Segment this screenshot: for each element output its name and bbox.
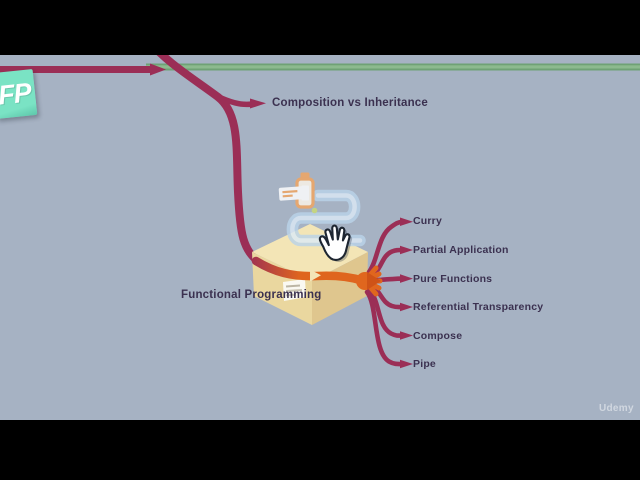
- child-label-pure-functions[interactable]: Pure Functions: [413, 272, 493, 285]
- hand-grab-cursor: [318, 224, 353, 262]
- composition-branch: [216, 94, 266, 109]
- child-label-curry[interactable]: Curry: [413, 215, 443, 227]
- child-label-compose[interactable]: Compose: [413, 329, 463, 342]
- document-sticker: [283, 279, 306, 301]
- timeline-green-line: [146, 63, 640, 71]
- child-label-referential-transparency[interactable]: Referential Transparency: [413, 301, 544, 313]
- fp-logo-badge: FP: [0, 68, 38, 120]
- usb-connector-icon: [278, 172, 315, 209]
- current-node-label[interactable]: Functional Programming: [181, 288, 322, 301]
- composition-arrow: [250, 98, 266, 109]
- sibling-node-label[interactable]: Composition vs Inheritance: [272, 96, 429, 109]
- main-branch-curve: [146, 38, 264, 267]
- child-label-partial-application[interactable]: Partial Application: [413, 243, 509, 256]
- timeline-maroon-line: [0, 63, 166, 76]
- child-label-pipe[interactable]: Pipe: [413, 358, 436, 370]
- fp-logo-text: FP: [0, 76, 33, 111]
- udemy-watermark: Udemy: [599, 403, 634, 414]
- branch-compose: [366, 287, 405, 338]
- branch-referential-transparency: [368, 283, 405, 310]
- letterbox-bottom-bar: [0, 420, 640, 480]
- branch-pipe: [364, 289, 405, 367]
- child-branch-arrows: [400, 217, 413, 369]
- branch-junction: [356, 265, 383, 297]
- letterbox-top-bar: [0, 0, 640, 55]
- pipe-flow-icon: [278, 172, 366, 247]
- highlight-branch: [251, 256, 367, 285]
- branch-curry: [366, 219, 405, 275]
